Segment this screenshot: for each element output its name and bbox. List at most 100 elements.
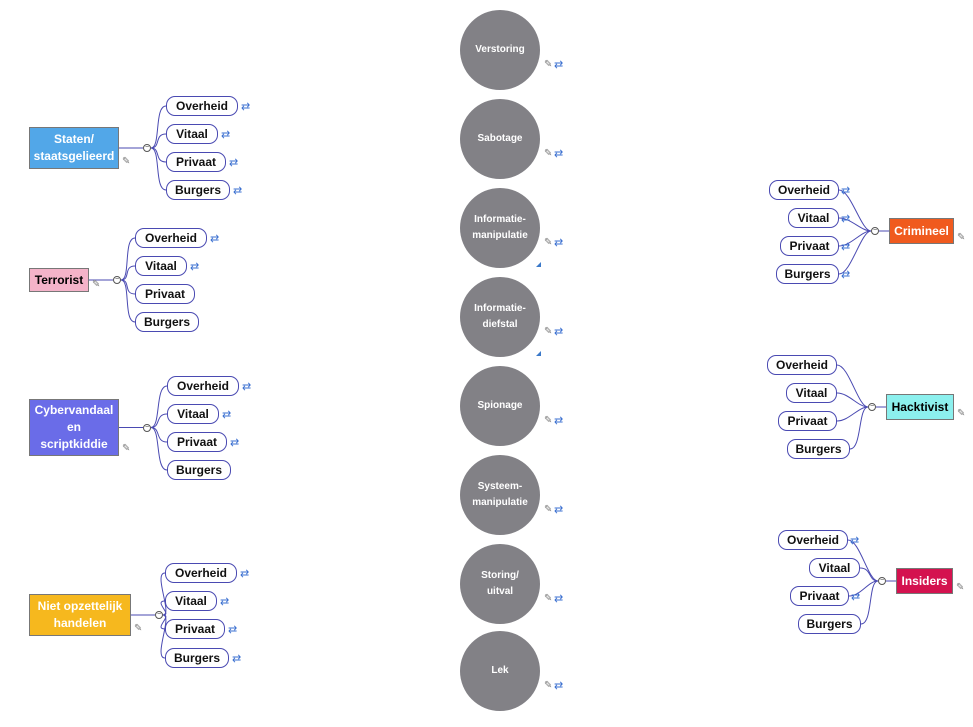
note-icon[interactable]: ✎ — [122, 156, 131, 167]
connector-line — [836, 392, 869, 408]
link-icon[interactable]: ⇄ — [850, 535, 860, 547]
link-icon[interactable]: ⇄ — [554, 59, 564, 71]
note-icon[interactable]: ✎ — [544, 237, 553, 248]
link-icon[interactable]: ⇄ — [190, 261, 200, 273]
link-icon[interactable]: ⇄ — [841, 269, 851, 281]
target-node-vitaal[interactable]: Vitaal — [135, 256, 187, 276]
note-icon[interactable]: ✎ — [957, 408, 966, 419]
target-node-overheid[interactable]: Overheid — [166, 96, 238, 116]
note-icon[interactable]: ✎ — [544, 59, 553, 70]
collapse-toggle[interactable]: − — [155, 611, 163, 619]
expand-corner-icon[interactable] — [536, 351, 541, 356]
link-icon[interactable]: ⇄ — [230, 437, 240, 449]
target-node-overheid[interactable]: Overheid — [165, 563, 237, 583]
link-icon[interactable]: ⇄ — [554, 326, 564, 338]
threat-node[interactable]: Verstoring — [460, 10, 540, 90]
connector-line — [120, 237, 136, 281]
collapse-toggle[interactable]: − — [143, 423, 151, 432]
link-icon[interactable]: ⇄ — [554, 237, 564, 249]
target-node-vitaal[interactable]: Vitaal — [788, 208, 839, 228]
connector-line — [150, 147, 167, 191]
target-node-vitaal[interactable]: Vitaal — [166, 124, 218, 144]
link-icon[interactable]: ⇄ — [233, 185, 243, 197]
link-icon[interactable]: ⇄ — [554, 680, 564, 692]
link-icon[interactable]: ⇄ — [554, 148, 564, 160]
link-icon[interactable]: ⇄ — [554, 593, 564, 605]
threat-node[interactable]: Informatie-manipulatie — [460, 188, 540, 268]
link-icon[interactable]: ⇄ — [222, 409, 232, 421]
actor-node-staten[interactable]: Staten/staatsgelieerd — [29, 127, 119, 169]
target-node-overheid[interactable]: Overheid — [767, 355, 837, 375]
threat-node[interactable]: Lek — [460, 631, 540, 711]
link-icon[interactable]: ⇄ — [229, 157, 239, 169]
link-icon[interactable]: ⇄ — [841, 185, 851, 197]
target-node-vitaal[interactable]: Vitaal — [165, 591, 217, 611]
link-icon[interactable]: ⇄ — [232, 653, 242, 665]
link-icon[interactable]: ⇄ — [240, 568, 250, 580]
target-node-burgers[interactable]: Burgers — [165, 648, 229, 668]
target-node-overheid[interactable]: Overheid — [778, 530, 848, 550]
link-icon[interactable]: ⇄ — [554, 504, 564, 516]
note-icon[interactable]: ✎ — [544, 504, 553, 515]
threat-node[interactable]: Sabotage — [460, 99, 540, 179]
link-icon[interactable]: ⇄ — [242, 381, 252, 393]
target-node-vitaal[interactable]: Vitaal — [786, 383, 837, 403]
target-node-burgers[interactable]: Burgers — [787, 439, 850, 459]
actor-node-insiders[interactable]: Insiders — [896, 568, 953, 594]
target-node-burgers[interactable]: Burgers — [135, 312, 199, 332]
collapse-toggle[interactable]: − — [878, 577, 886, 585]
note-icon[interactable]: ✎ — [92, 279, 101, 290]
target-node-vitaal[interactable]: Vitaal — [167, 404, 219, 424]
link-icon[interactable]: ⇄ — [851, 591, 861, 603]
target-node-privaat[interactable]: Privaat — [778, 411, 837, 431]
expand-corner-icon[interactable] — [536, 262, 541, 267]
target-node-overheid[interactable]: Overheid — [769, 180, 839, 200]
link-icon[interactable]: ⇄ — [221, 129, 231, 141]
collapse-toggle[interactable]: − — [143, 144, 151, 152]
note-icon[interactable]: ✎ — [544, 415, 553, 426]
target-node-burgers[interactable]: Burgers — [166, 180, 230, 200]
threat-node[interactable]: Spionage — [460, 366, 540, 446]
target-node-vitaal[interactable]: Vitaal — [809, 558, 860, 578]
note-icon[interactable]: ✎ — [544, 148, 553, 159]
collapse-toggle[interactable]: − — [868, 403, 876, 411]
link-icon[interactable]: ⇄ — [228, 624, 238, 636]
threat-node[interactable]: Informatie-diefstal — [460, 277, 540, 357]
actor-node-crimineel[interactable]: Crimineel — [889, 218, 954, 244]
target-node-privaat[interactable]: Privaat — [135, 284, 195, 304]
target-node-privaat[interactable]: Privaat — [166, 152, 226, 172]
actor-node-hacktivist[interactable]: Hacktivist — [886, 394, 954, 420]
connector-line — [120, 265, 136, 281]
target-node-burgers[interactable]: Burgers — [167, 460, 231, 480]
threat-node[interactable]: Storing/uitval — [460, 544, 540, 624]
link-icon[interactable]: ⇄ — [554, 415, 564, 427]
target-node-overheid[interactable]: Overheid — [135, 228, 207, 248]
collapse-toggle[interactable]: − — [113, 276, 121, 284]
link-icon[interactable]: ⇄ — [220, 596, 230, 608]
note-icon[interactable]: ✎ — [134, 623, 143, 634]
target-node-privaat[interactable]: Privaat — [780, 236, 839, 256]
target-node-privaat[interactable]: Privaat — [167, 432, 227, 452]
target-node-overheid[interactable]: Overheid — [167, 376, 239, 396]
target-node-burgers[interactable]: Burgers — [798, 614, 861, 634]
link-icon[interactable]: ⇄ — [841, 213, 851, 225]
actor-node-terrorist[interactable]: Terrorist — [29, 268, 89, 292]
target-node-privaat[interactable]: Privaat — [790, 586, 849, 606]
note-icon[interactable]: ✎ — [544, 680, 553, 691]
note-icon[interactable]: ✎ — [544, 593, 553, 604]
target-node-privaat[interactable]: Privaat — [165, 619, 225, 639]
target-node-burgers[interactable]: Burgers — [776, 264, 839, 284]
link-icon[interactable]: ⇄ — [841, 241, 851, 253]
note-icon[interactable]: ✎ — [122, 443, 131, 454]
threat-node[interactable]: Systeem-manipulatie — [460, 455, 540, 535]
link-icon[interactable]: ⇄ — [241, 101, 251, 113]
link-icon[interactable]: ⇄ — [210, 233, 220, 245]
note-icon[interactable]: ✎ — [544, 326, 553, 337]
collapse-toggle[interactable]: − — [871, 227, 879, 235]
connector-line — [160, 614, 167, 659]
note-icon[interactable]: ✎ — [957, 232, 966, 243]
note-icon[interactable]: ✎ — [956, 582, 965, 593]
